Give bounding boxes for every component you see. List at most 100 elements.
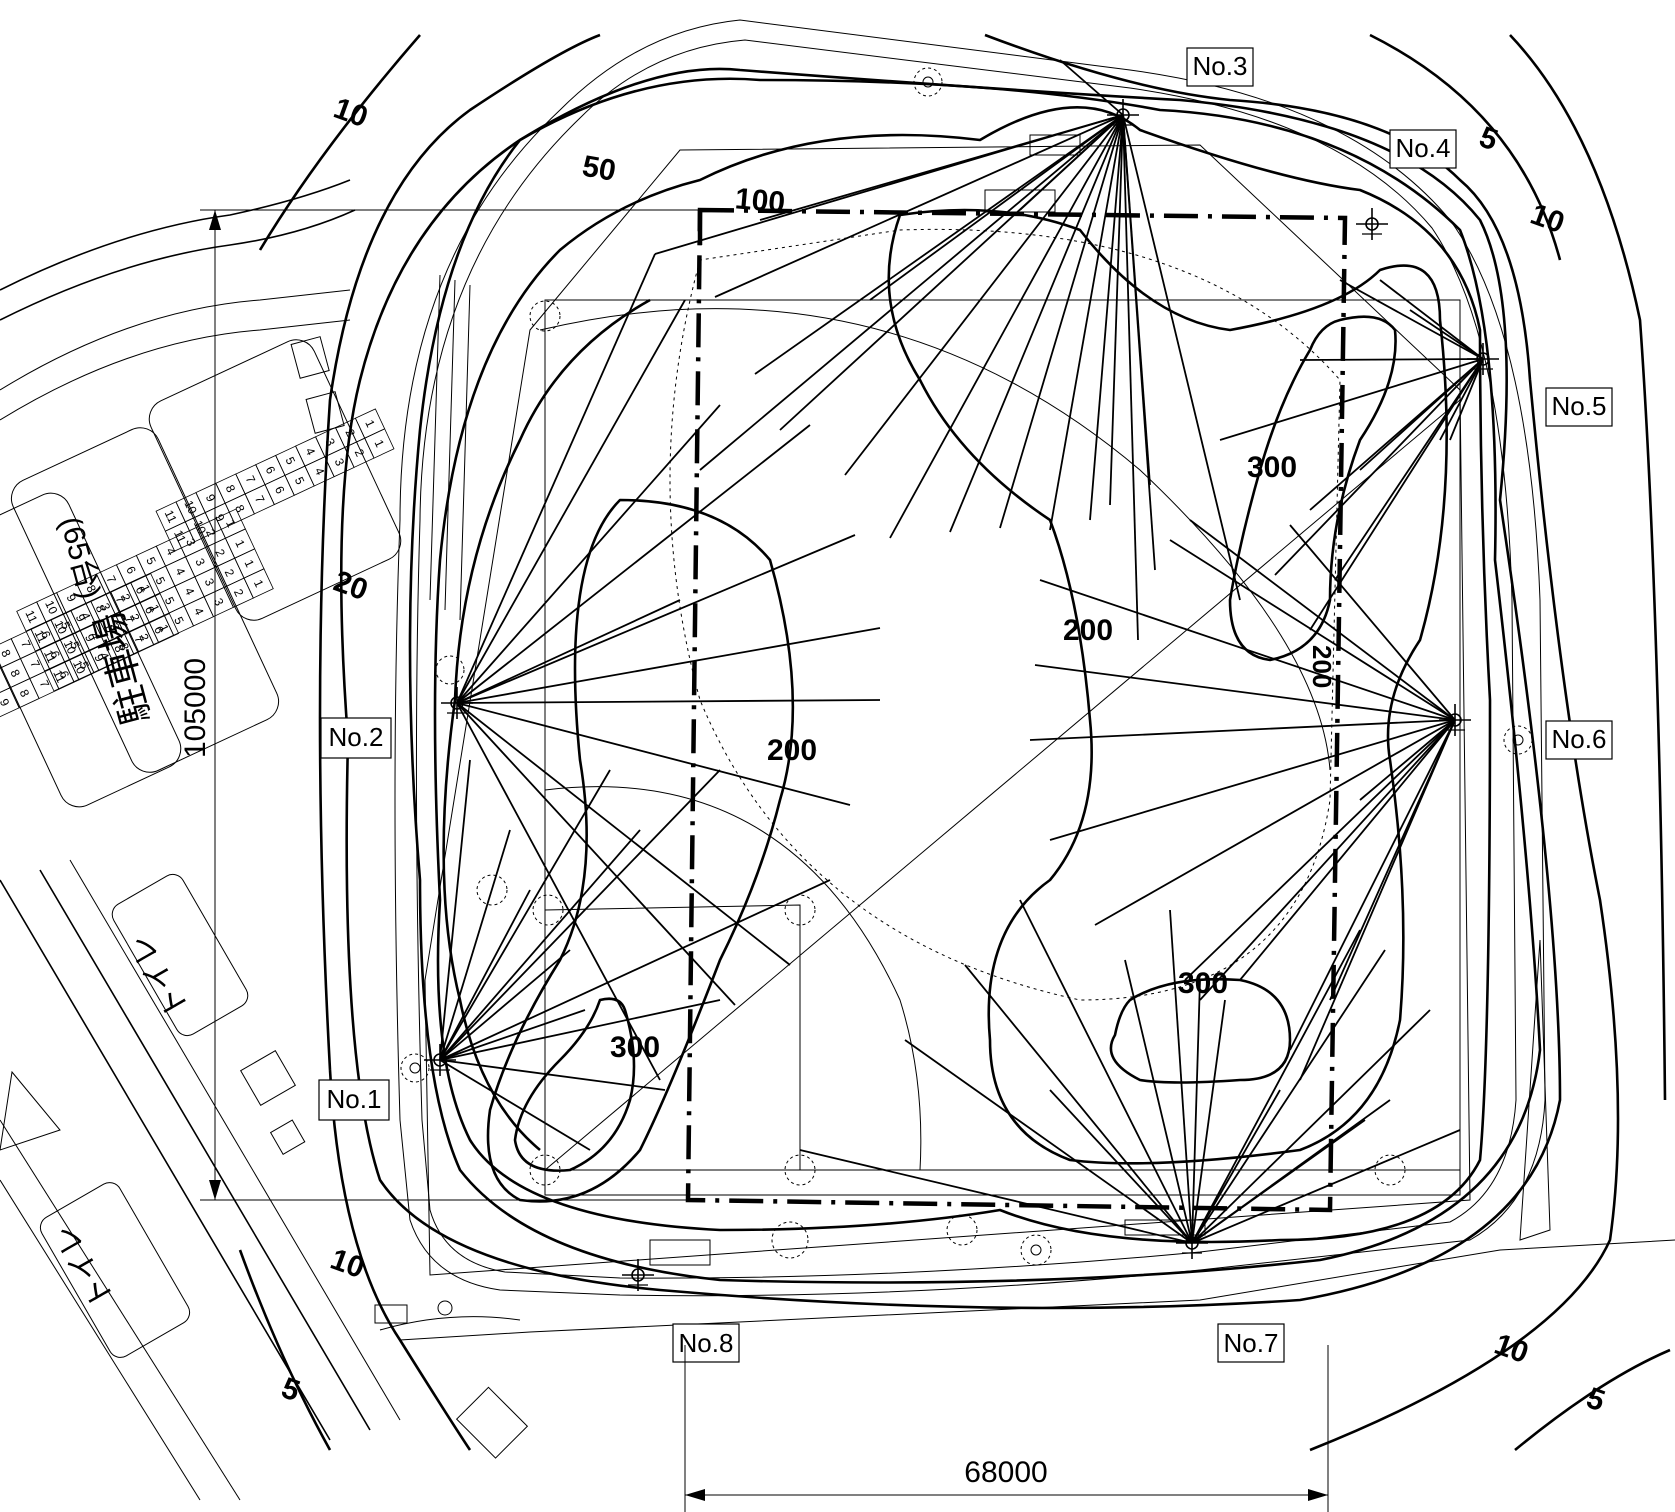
aiming-ray-63 [1239, 719, 1456, 981]
stall-number: 7 [103, 573, 119, 585]
stall-number: 2 [118, 592, 134, 604]
aiming-ray-60 [1094, 719, 1456, 926]
stall-number: 4 [191, 605, 207, 617]
stall-number: 1 [232, 538, 248, 550]
aiming-ray-36 [439, 949, 571, 1061]
light-pole-5 [1467, 343, 1499, 375]
pole-label-no1: No.1 [327, 1084, 382, 1114]
aiming-ray-7 [999, 114, 1124, 529]
stall-number: 11 [162, 508, 180, 526]
isolux-50: 50 [580, 150, 619, 188]
stall-number: 7 [18, 638, 34, 650]
aiming-ray-18 [1019, 114, 1124, 211]
light-pole-7 [1176, 1227, 1208, 1259]
isolux-20: 20 [329, 565, 372, 607]
aiming-ray-26 [456, 699, 881, 704]
stall-number: 5 [171, 615, 187, 627]
aiming-ray-29 [456, 702, 736, 1006]
aiming-ray-68 [1169, 539, 1456, 721]
aiming-ray-15 [1059, 59, 1124, 116]
aiming-ray-25 [456, 627, 881, 704]
stall-number: 5 [143, 555, 159, 567]
aiming-ray-59 [1049, 719, 1456, 841]
stall-number: 4 [172, 565, 188, 577]
aiming-ray-38 [439, 829, 511, 1061]
stall-number: 9 [0, 696, 12, 708]
aiming-ray-33 [439, 1059, 666, 1091]
stall-number: 2 [231, 587, 247, 599]
stall-number: 5 [283, 455, 299, 467]
pole-label-no8: No.8 [679, 1328, 734, 1358]
aiming-ray-62 [1199, 719, 1456, 1001]
stall-number: 1 [138, 582, 154, 594]
stall-number: 8 [223, 483, 239, 495]
aiming-ray-34 [439, 1059, 591, 1151]
stall-number: 1 [147, 602, 163, 614]
parking-title: 駐車場 [89, 608, 159, 729]
pole-label-no7: No.7 [1224, 1328, 1279, 1358]
aiming-ray-53 [1379, 279, 1484, 360]
stall-number: 6 [123, 564, 139, 576]
stall-number: 2 [222, 567, 238, 579]
pole-label-no6: No.6 [1552, 724, 1607, 754]
aiming-ray-74 [1124, 959, 1193, 1244]
aiming-ray-84 [1191, 1099, 1391, 1244]
aiming-ray-8 [1049, 114, 1124, 531]
isolux-5-top-right: 5 [1475, 121, 1502, 158]
aiming-ray-77 [1191, 999, 1226, 1244]
aiming-ray-86 [1049, 1089, 1193, 1244]
stall-number: 8 [7, 667, 23, 679]
aiming-ray-85 [799, 1149, 1193, 1244]
restroom-bottom-left: トイレ [39, 1182, 191, 1358]
aiming-ray-81 [1191, 1009, 1431, 1244]
aiming-ray-67 [1359, 719, 1456, 801]
aiming-ray-69 [1189, 519, 1456, 721]
aiming-ray-1 [714, 114, 1124, 298]
stall-number: 9 [0, 677, 3, 689]
pole-label-no5: No.5 [1552, 391, 1607, 421]
aiming-ray-40 [439, 769, 611, 1061]
stall-number: 3 [192, 556, 208, 568]
aiming-ray-30 [456, 599, 681, 704]
aiming-ray-24 [456, 534, 856, 704]
pole-label-no4: No.4 [1396, 133, 1451, 163]
stall-number: 1 [362, 418, 378, 430]
stall-number: 2 [352, 447, 368, 459]
stall-number: 4 [302, 445, 318, 457]
parking-stalls-row-b: 1234567891011123456789101112345678910111… [16, 508, 274, 692]
isolux-200-center: 200 [1063, 614, 1113, 647]
aiming-ray-21 [456, 299, 686, 704]
isolux-10-bottom-left: 10 [326, 1243, 369, 1285]
light-pole-6 [1439, 704, 1471, 736]
aiming-ray-28 [456, 702, 791, 966]
restroom-label: トイレ [122, 929, 196, 1023]
aiming-ray-72 [964, 964, 1193, 1244]
stall-number: 5 [162, 595, 178, 607]
stall-number: 6 [263, 464, 279, 476]
aiming-ray-61 [1184, 719, 1456, 981]
stall-number: 7 [252, 493, 268, 505]
aiming-ray-19 [869, 114, 1124, 301]
aiming-ray-2 [754, 114, 1124, 375]
isolux-200-left: 200 [767, 734, 817, 767]
aiming-ray-47 [1334, 358, 1484, 581]
stall-number: 5 [292, 475, 308, 487]
isolux-200-sidelabel: 200 [1307, 645, 1337, 688]
parking-capacity: (65台) [53, 513, 106, 602]
aiming-ray-42 [439, 769, 721, 1061]
aiming-ray-6 [949, 114, 1124, 533]
stall-number: 3 [98, 601, 114, 613]
aiming-ray-32 [439, 999, 721, 1061]
aiming-ray-82 [1191, 1129, 1461, 1244]
aiming-ray-75 [1169, 909, 1193, 1244]
isolux-300-top-right: 300 [1247, 451, 1297, 484]
light-pole-4 [1356, 208, 1388, 240]
aiming-ray-31 [456, 702, 661, 1081]
site-outline [0, 19, 1675, 1501]
stall-number: 10 [61, 638, 79, 656]
aiming-ray-45 [1274, 358, 1484, 576]
aiming-ray-50 [1309, 358, 1484, 631]
aiming-ray-56 [1039, 579, 1456, 721]
stall-number: 8 [0, 647, 14, 659]
